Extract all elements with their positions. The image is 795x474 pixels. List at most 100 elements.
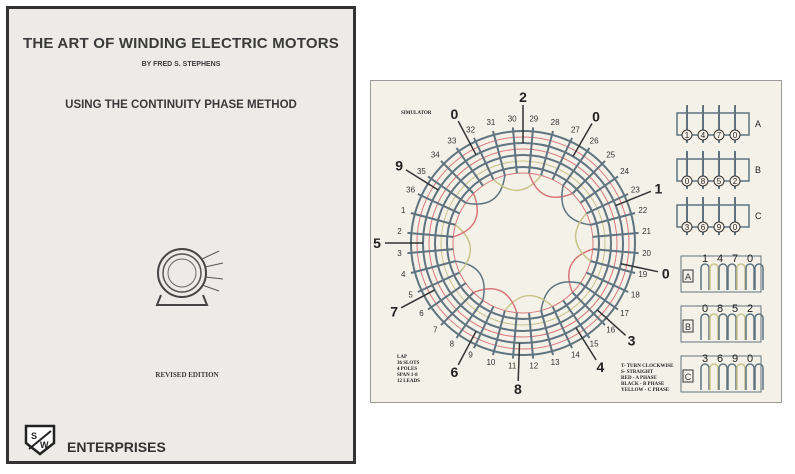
coil-loop [709, 363, 719, 390]
coil-connection [455, 260, 485, 301]
lead-wire [575, 327, 597, 361]
winding-ring [452, 172, 594, 314]
slot-line [473, 137, 495, 180]
terminal-number: 4 [701, 131, 706, 140]
slot-number: 18 [631, 290, 640, 299]
slot-number: 11 [508, 362, 517, 371]
spec-line: 4 POLES [397, 367, 418, 372]
slot-number: 2 [397, 227, 402, 236]
coil-loop [745, 313, 755, 340]
svg-text:S: S [31, 431, 37, 441]
coil-connection [453, 193, 478, 238]
lead-wire [457, 330, 477, 366]
coil-connection [504, 294, 554, 312]
slot-line [427, 175, 467, 204]
slot-line [528, 312, 535, 359]
terminal-circle [681, 129, 693, 141]
slot-line [590, 212, 636, 226]
coil-group-box [680, 305, 762, 343]
terminal-circle [681, 221, 693, 233]
publisher-name: ENTERPRISES [67, 439, 166, 455]
legend-line: RED - A PHASE [621, 376, 657, 381]
lead-number: 8 [514, 381, 522, 397]
book-cover: THE ART OF WINDING ELECTRIC MOTORS BY FR… [6, 6, 356, 464]
terminal-circle [697, 129, 709, 141]
lead-wire [405, 169, 439, 191]
terminal-circle [729, 221, 741, 233]
coil-group-box [676, 112, 750, 136]
slot-line [562, 147, 591, 187]
lead-number: 0 [747, 353, 753, 365]
coil-connection [528, 173, 573, 198]
winding-ring [446, 166, 600, 320]
slot-line [528, 127, 535, 174]
terminal-circle [713, 175, 725, 187]
terminal-number: 3 [685, 223, 690, 232]
coil-loop [754, 263, 764, 290]
lead-number: 7 [390, 304, 398, 320]
slot-number: 5 [408, 290, 413, 299]
slot-number: 34 [431, 150, 440, 159]
terminal-circle [713, 221, 725, 233]
legend-line: T- TURN CLOCKWISE [621, 364, 674, 369]
sw-logo: S W [24, 424, 56, 456]
phase-box [682, 319, 694, 333]
coil-loop [709, 263, 719, 290]
lead-number: 1 [702, 253, 708, 265]
slot-line [492, 310, 506, 356]
coil-loop [727, 263, 737, 290]
slot-line [455, 147, 484, 187]
lead-number: 6 [451, 364, 459, 380]
slot-line [540, 130, 554, 176]
coil-connection [454, 224, 472, 274]
coil-loop [754, 313, 764, 340]
slot-number: 25 [606, 150, 615, 159]
slot-number: 4 [401, 270, 406, 279]
terminal-number: 0 [733, 223, 738, 232]
slot-number: 27 [571, 126, 580, 135]
slot-line [579, 175, 619, 204]
slot-number: 21 [642, 227, 651, 236]
terminal-number: 7 [717, 131, 722, 140]
coil-connection [561, 185, 591, 226]
coil-group-box [676, 158, 750, 182]
slot-line [571, 291, 606, 326]
lead-wire [620, 263, 659, 273]
slot-line [407, 248, 454, 255]
coil-loop [727, 363, 737, 390]
slot-number: 22 [638, 206, 647, 215]
legend-line: S- STRAIGHT [621, 370, 654, 375]
terminal-number: 1 [685, 131, 690, 140]
spec-line: 36 SLOTS [397, 361, 420, 366]
lead-number: 6 [717, 353, 723, 365]
slot-number: 13 [551, 358, 560, 367]
phase-label: C [755, 211, 762, 221]
coil-loop [736, 313, 746, 340]
slot-number: 1 [401, 206, 406, 215]
slot-line [551, 306, 573, 349]
phase-label: A [685, 272, 691, 282]
coil-connection [568, 248, 593, 293]
terminal-circle [729, 129, 741, 141]
coil-group-box [680, 255, 762, 293]
coil-connection [540, 281, 581, 311]
lead-number: 9 [395, 158, 403, 174]
legend-line: YELLOW - C PHASE [621, 388, 670, 393]
slot-line [579, 282, 619, 311]
coil-loop [718, 313, 728, 340]
winding-ring [434, 154, 612, 332]
coil-loop [700, 363, 710, 390]
motor-icon [155, 248, 224, 306]
slot-line [455, 299, 484, 339]
color-legend: T- TURN CLOCKWISE S- STRAIGHT RED - A PH… [621, 364, 674, 394]
slot-number: 32 [466, 126, 475, 135]
coil-loop [745, 363, 755, 390]
slot-line [427, 282, 467, 311]
lead-number: 2 [519, 89, 527, 105]
coil-loop [700, 313, 710, 340]
terminal-number: 2 [733, 177, 738, 186]
phase-label: A [755, 119, 761, 129]
phase-box [682, 369, 694, 383]
